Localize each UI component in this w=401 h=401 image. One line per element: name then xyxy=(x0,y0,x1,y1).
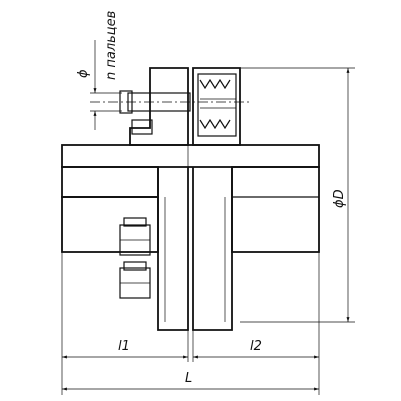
nut-upper xyxy=(119,217,151,256)
dim-pin-diameter: ϕ n пальцев xyxy=(76,11,119,130)
coupling-body xyxy=(61,166,320,331)
l2-label: l2 xyxy=(250,339,262,354)
dim-l2: l2 xyxy=(193,339,319,359)
dim-total-length: L xyxy=(62,371,319,391)
L-label: L xyxy=(185,371,192,386)
phiD-label: ϕD xyxy=(332,189,347,208)
n-fingers-label: n пальцев xyxy=(104,11,119,80)
finger-pin xyxy=(90,90,250,135)
dim-outer-diameter: ϕD xyxy=(332,68,350,322)
elastic-bushing xyxy=(199,78,236,130)
phi-label: ϕ xyxy=(76,69,91,78)
l1-label: l1 xyxy=(118,339,130,354)
extension-lines xyxy=(61,67,355,395)
nut-lower xyxy=(119,261,151,299)
dim-l1: l1 xyxy=(62,339,188,359)
